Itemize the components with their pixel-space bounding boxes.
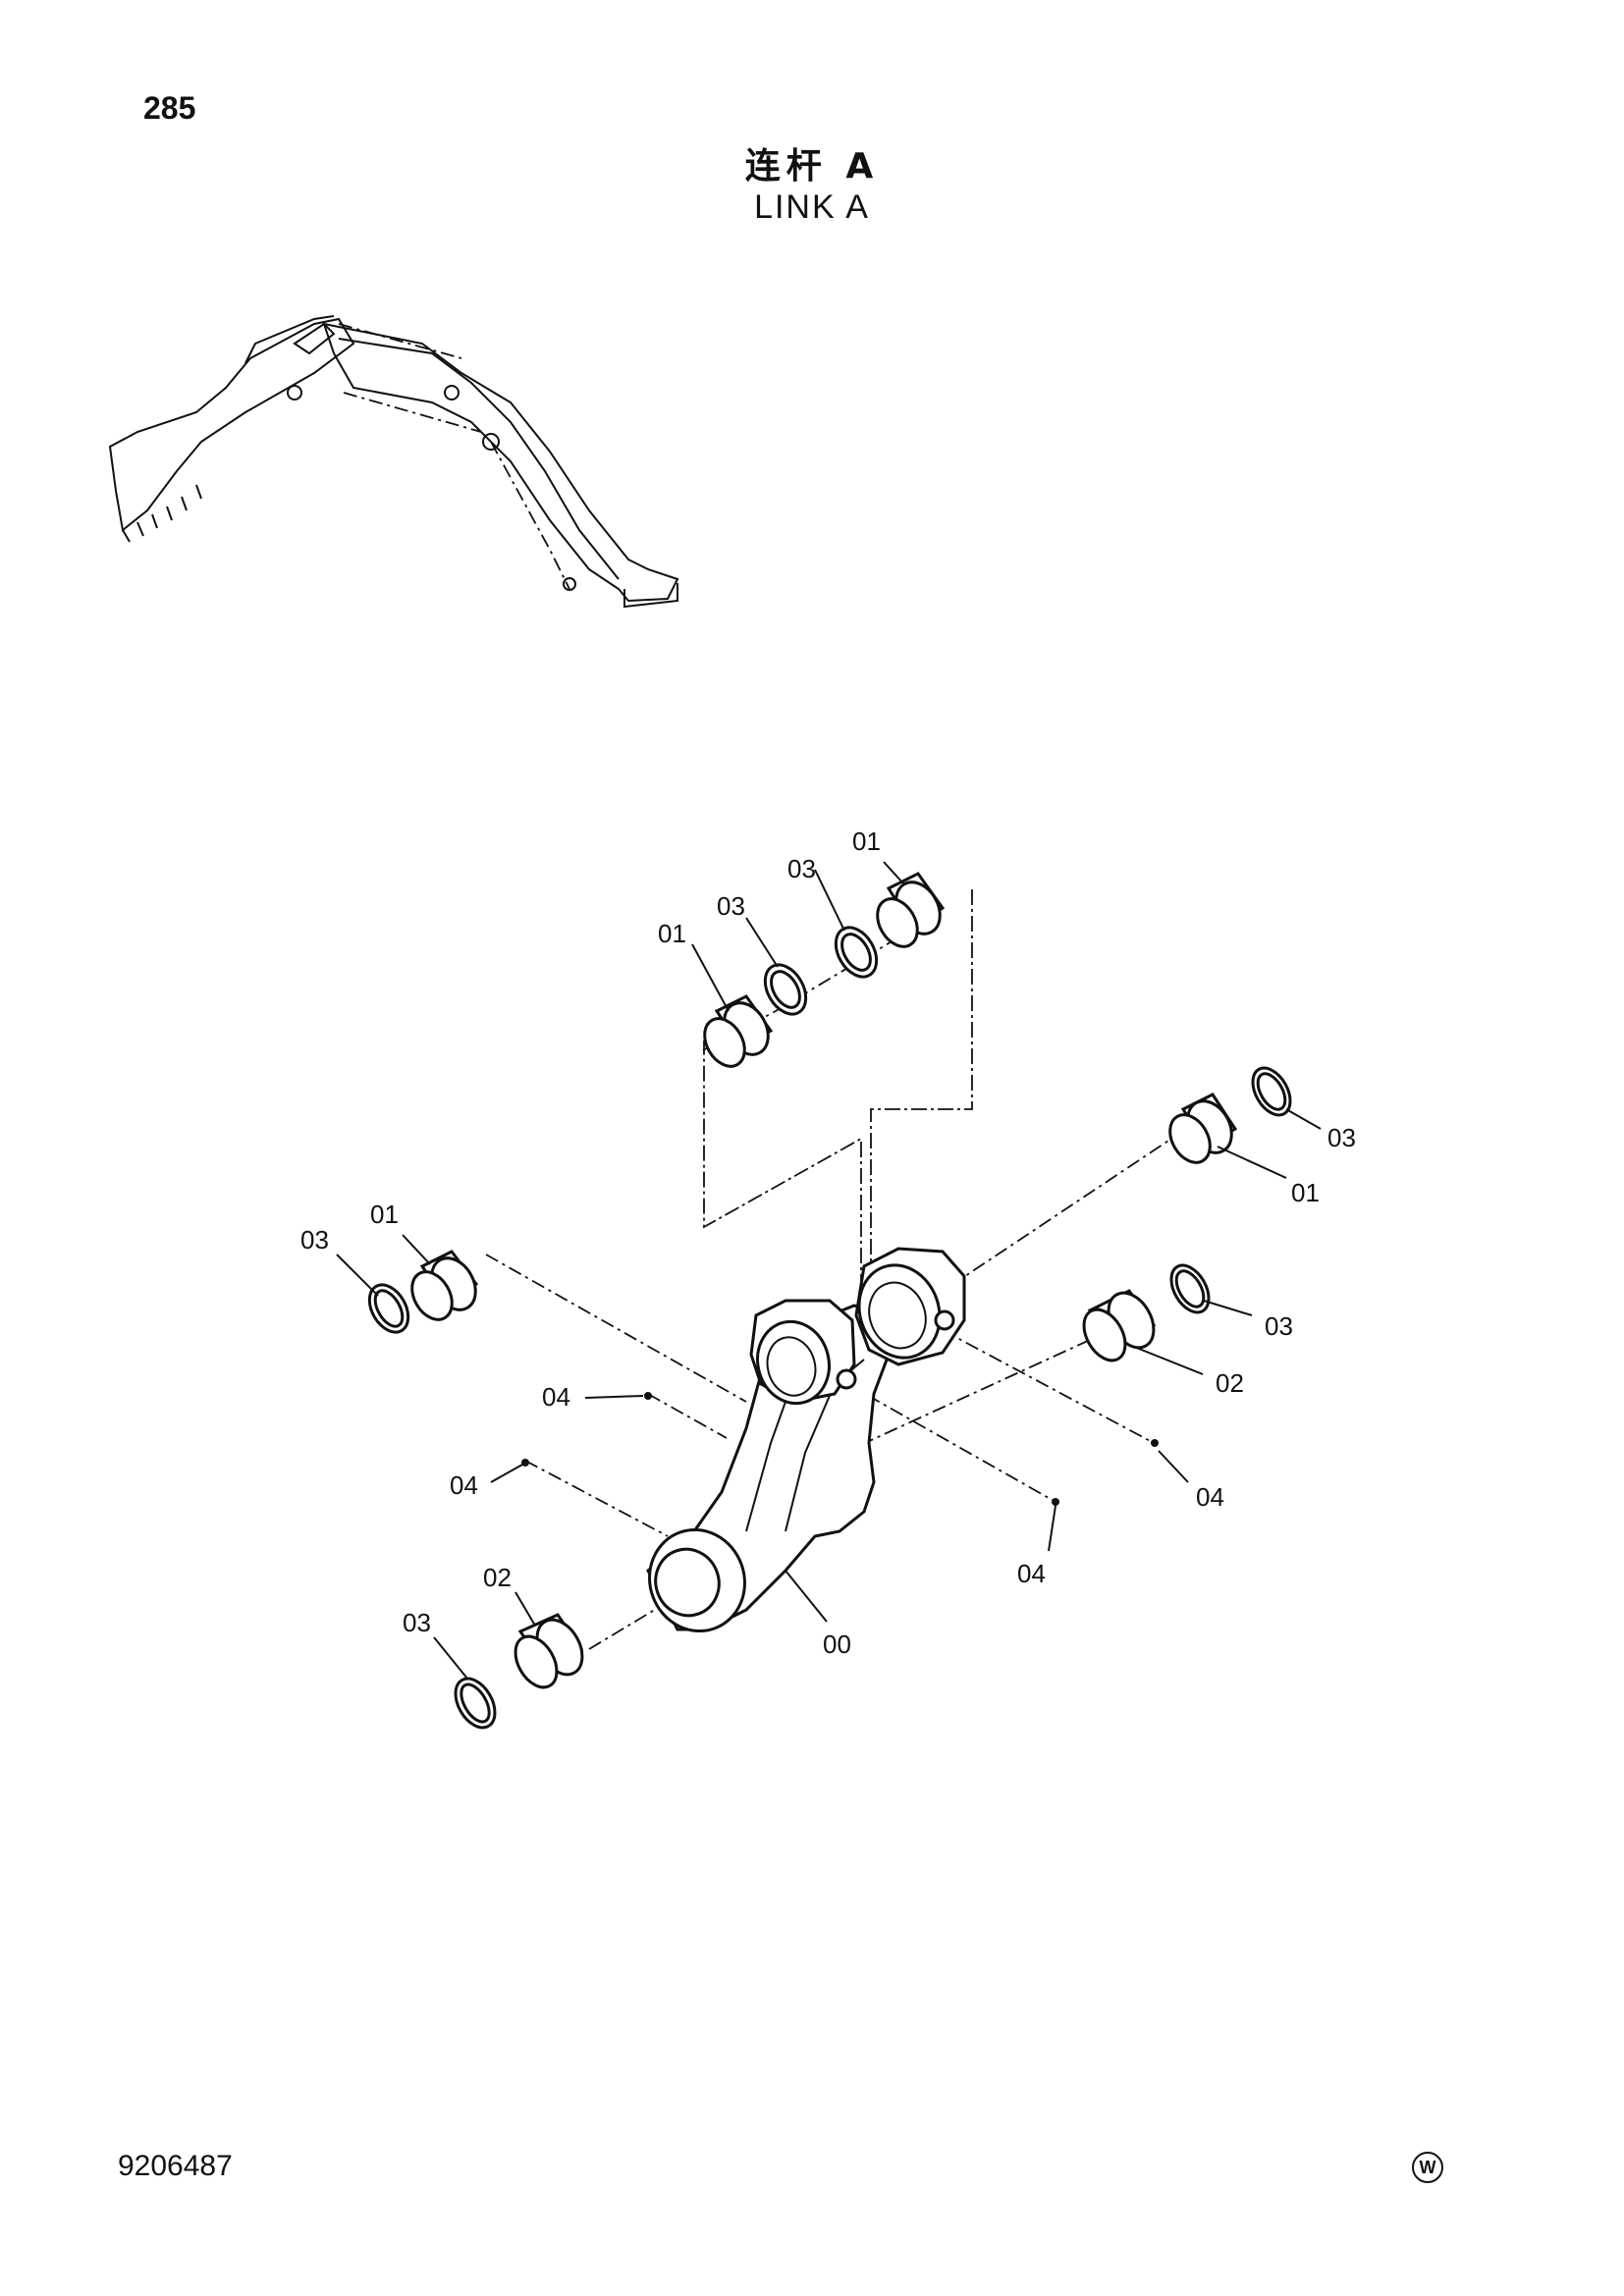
callout-01: 01 [370, 1200, 399, 1229]
callout-labels: 01 03 03 01 03 01 01 03 03 02 04 04 04 0… [300, 827, 1356, 1659]
callout-01: 01 [852, 827, 881, 856]
callout-04: 04 [1017, 1559, 1046, 1588]
callout-04: 04 [542, 1382, 570, 1412]
fitting-markers [521, 1392, 1159, 1506]
callout-03: 03 [300, 1225, 329, 1255]
page-title-chinese: 连杆 A [744, 146, 880, 187]
excavator-arm-overview [108, 315, 679, 609]
page-title-english: LINK A [754, 188, 870, 226]
w-mark-icon: W [1412, 2152, 1443, 2183]
callout-04: 04 [450, 1470, 478, 1500]
callout-02: 02 [1216, 1368, 1244, 1398]
callout-03: 03 [787, 854, 816, 883]
callout-04: 04 [1196, 1482, 1224, 1512]
assembly-centerlines [485, 936, 1184, 1650]
callout-03: 03 [1265, 1311, 1293, 1341]
callout-00: 00 [823, 1629, 851, 1659]
leader-lines [336, 861, 1322, 1680]
bushing-group-frame [703, 889, 973, 1287]
page-number: 285 [143, 90, 196, 126]
callout-03: 03 [1327, 1123, 1356, 1152]
callout-02: 02 [483, 1563, 512, 1592]
callout-03: 03 [403, 1608, 431, 1637]
link-a-body [646, 1247, 966, 1633]
bushings-and-rings [367, 872, 1292, 1730]
callout-01: 01 [658, 919, 686, 948]
document-number: 9206487 [118, 2150, 233, 2182]
callout-01: 01 [1291, 1178, 1320, 1207]
callout-03: 03 [717, 891, 745, 921]
